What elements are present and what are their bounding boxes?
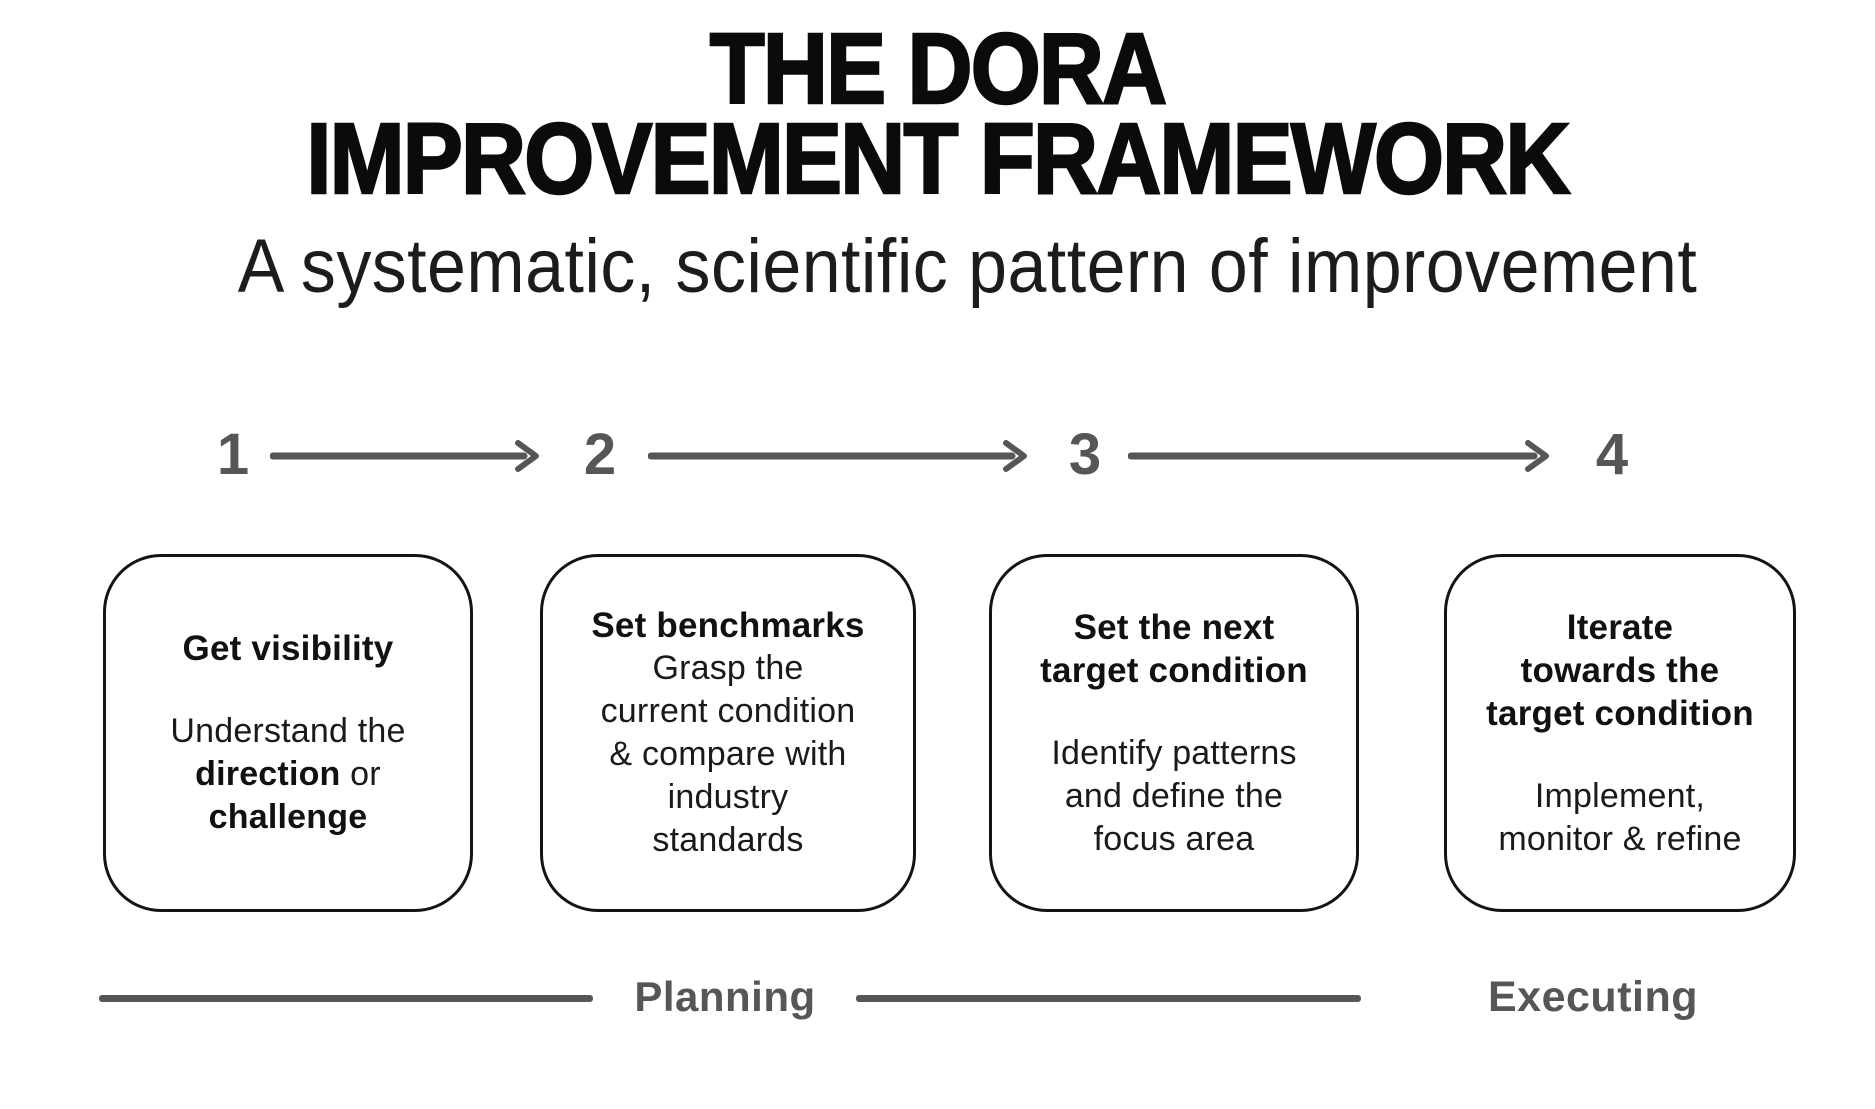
- step-box-2-body-line: current condition: [600, 692, 856, 730]
- step-box-1-heading: Get visibility: [183, 627, 394, 670]
- step-box-1-body-line: direction or: [170, 753, 405, 796]
- step-box-2-heading-line: Set benchmarks: [591, 606, 865, 645]
- step-box-1-body: Understand the direction or challenge: [170, 710, 405, 839]
- step-box-2-body: Grasp the current condition & compare wi…: [601, 647, 856, 862]
- step-box-set-benchmarks: Set benchmarks Grasp the current conditi…: [540, 554, 916, 912]
- step-box-2-body-line: standards: [652, 821, 804, 859]
- step-box-4-heading-line: Iterate: [1566, 607, 1674, 647]
- body-text: or: [340, 755, 381, 793]
- step-box-3-heading: Set the next target condition: [1040, 606, 1308, 692]
- planning-phase-line-left: [99, 995, 593, 1002]
- emphasis-text: direction: [195, 755, 341, 793]
- page-title: THE DORA IMPROVEMENT FRAMEWORK: [0, 13, 1875, 215]
- step-box-3-heading-line: Set the next: [1073, 607, 1275, 647]
- arrow-right-icon-2-3: [648, 440, 1027, 472]
- step-box-4-heading-line: target condition: [1486, 693, 1754, 733]
- executing-phase-label: Executing: [1488, 973, 1698, 1021]
- step-box-1-body-line: Understand the: [170, 712, 406, 750]
- step-number-1: 1: [216, 422, 250, 487]
- step-number-3: 3: [1068, 422, 1102, 487]
- step-number-2: 2: [583, 422, 617, 487]
- step-box-3-body-line: Identify patterns: [1051, 733, 1297, 772]
- planning-phase-label: Planning: [634, 973, 816, 1020]
- page-title-line-2: IMPROVEMENT FRAMEWORK: [305, 103, 1571, 215]
- step-box-3-body: Identify patterns and define the focus a…: [1051, 732, 1296, 861]
- arrow-right-icon-3-4: [1128, 440, 1549, 472]
- step-box-2-body-line: & compare with: [609, 735, 847, 773]
- step-box-4-body-line: Implement,: [1534, 776, 1706, 815]
- step-box-3-body-line: and define the: [1064, 776, 1284, 815]
- step-box-1-heading-line: Get visibility: [182, 629, 394, 668]
- step-number-4: 4: [1595, 422, 1629, 487]
- step-box-set-next-target-condition: Set the next target condition Identify p…: [989, 554, 1359, 912]
- step-box-4-body-line: monitor & refine: [1498, 819, 1742, 858]
- step-box-2-body-line: Grasp the: [652, 649, 804, 687]
- arrow-right-icon-1-2: [270, 440, 539, 472]
- step-box-3-body-line: focus area: [1093, 819, 1255, 858]
- planning-phase-line-right: [856, 995, 1361, 1002]
- step-box-get-visibility: Get visibility Understand the direction …: [103, 554, 473, 912]
- step-box-iterate-towards-target: Iterate towards the target condition Imp…: [1444, 554, 1796, 912]
- step-box-4-body: Implement, monitor & refine: [1498, 775, 1741, 861]
- step-box-2-body-line: industry: [667, 778, 789, 816]
- step-box-4-heading-line: towards the: [1520, 650, 1720, 690]
- page-subtitle: A systematic, scientific pattern of impr…: [237, 224, 1698, 309]
- step-box-3-heading-line: target condition: [1040, 650, 1308, 690]
- step-box-4-heading: Iterate towards the target condition: [1486, 606, 1754, 735]
- emphasis-text: challenge: [208, 798, 368, 836]
- step-box-2-heading: Set benchmarks: [591, 604, 864, 647]
- page-title-line-1: THE DORA: [709, 13, 1169, 125]
